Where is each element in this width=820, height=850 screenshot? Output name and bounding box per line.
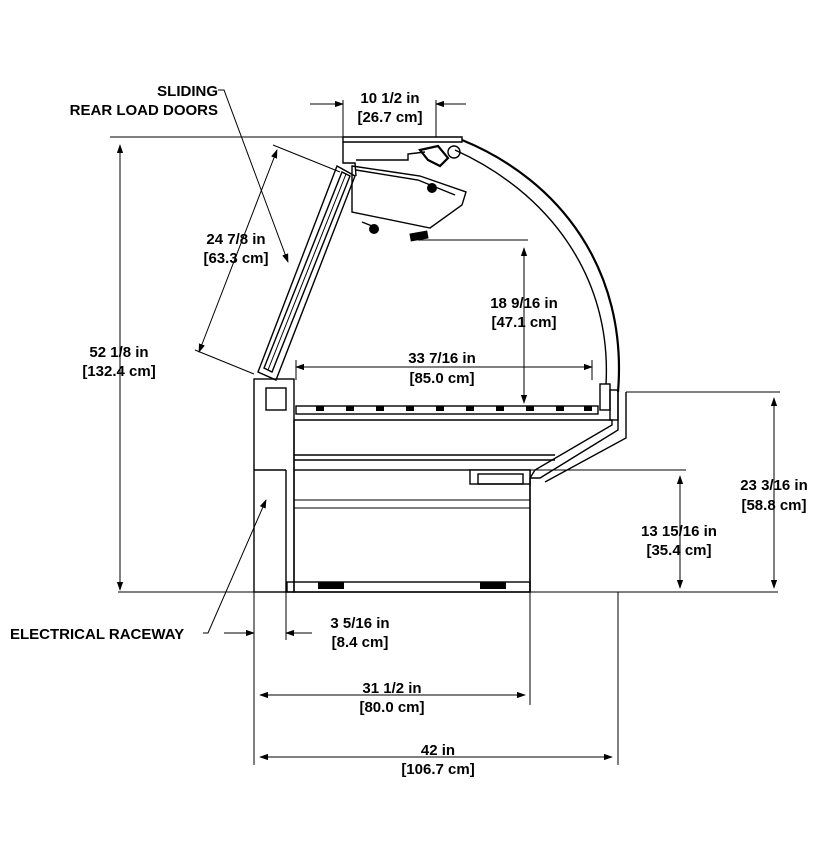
sliding-doors-label-line1: SLIDING [157,83,218,100]
raceway-depth-imperial: 3 5/16 in [330,615,389,632]
case-outline [118,136,778,593]
display-height-metric: [47.1 cm] [491,314,556,331]
door-length-imperial: 24 7/8 in [206,231,265,248]
base-depth-metric: [80.0 cm] [359,699,424,716]
display-height-imperial: 18 9/16 in [490,295,558,312]
front-height-metric: [58.8 cm] [741,497,806,514]
deck-width-metric: [85.0 cm] [409,370,474,387]
raceway-depth-metric: [8.4 cm] [332,634,389,651]
base-depth-imperial: 31 1/2 in [362,680,421,697]
base-height-metric: [35.4 cm] [646,542,711,559]
dimension-lines [110,89,780,765]
sliding-doors-label-line2: REAR LOAD DOORS [70,102,218,119]
overall-height-metric: [132.4 cm] [82,363,155,380]
raceway-label: ELECTRICAL RACEWAY [10,626,184,643]
base-height-imperial: 13 15/16 in [641,523,717,540]
overall-depth-imperial: 42 in [421,742,455,759]
door-length-metric: [63.3 cm] [203,250,268,267]
labels: SLIDING REAR LOAD DOORS 10 1/2 in [26.7 … [10,83,808,778]
overall-height-imperial: 52 1/8 in [89,344,148,361]
deck-width-imperial: 33 7/16 in [408,350,476,367]
front-height-imperial: 23 3/16 in [740,477,808,494]
top-depth-metric: [26.7 cm] [357,109,422,126]
top-depth-imperial: 10 1/2 in [360,90,419,107]
overall-depth-metric: [106.7 cm] [401,761,474,778]
